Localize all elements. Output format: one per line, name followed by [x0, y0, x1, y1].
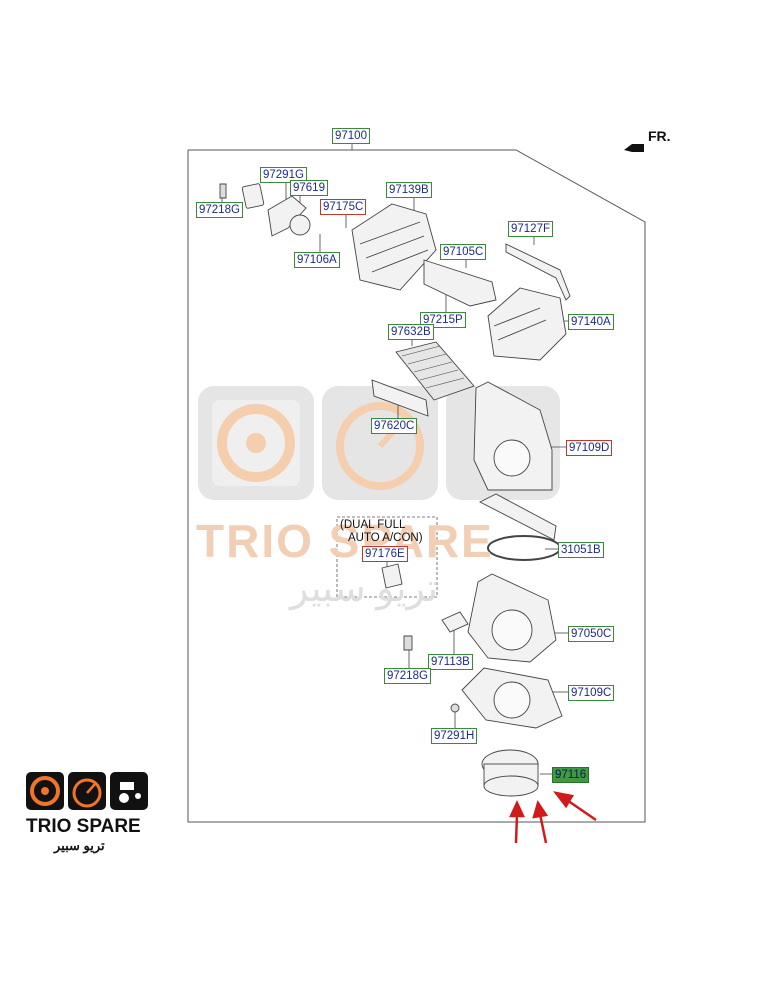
option-note-line2: AUTO A/CON)	[348, 532, 423, 544]
case-97109D	[473, 381, 553, 491]
part-label-97218G-top[interactable]: 97218G	[196, 202, 243, 218]
seal-97127F	[505, 243, 571, 301]
part-label-97116[interactable]: 97116	[552, 767, 590, 783]
watermark-arabic: تريو سبير	[290, 568, 439, 610]
part-label-97620C[interactable]: 97620C	[371, 418, 418, 434]
screw-97218G-bottom	[403, 635, 413, 651]
option-box	[336, 516, 438, 598]
part-label-97175C[interactable]: 97175C	[320, 199, 367, 215]
part-label-97105C[interactable]: 97105C	[440, 244, 487, 260]
part-label-31051B[interactable]: 31051B	[558, 542, 604, 558]
filter-97632B	[395, 341, 475, 401]
duct-31051B	[479, 493, 557, 541]
part-label-97109D[interactable]: 97109D	[566, 440, 613, 456]
direction-arrow-icon	[624, 144, 644, 152]
actuator-97291G	[241, 183, 307, 237]
module-97176E	[381, 563, 403, 589]
part-label-97176E[interactable]: 97176E	[362, 546, 408, 562]
screw-97291H	[450, 703, 460, 713]
part-label-97100[interactable]: 97100	[332, 128, 370, 144]
option-note-line1: (DUAL FULL	[340, 519, 406, 531]
duct-97105C	[423, 259, 497, 307]
part-label-97113B[interactable]: 97113B	[428, 654, 473, 670]
brand-logo-text: TRIO SPARE	[26, 816, 141, 837]
screw-97218G	[219, 183, 227, 199]
part-label-97218G-bottom[interactable]: 97218G	[384, 668, 431, 684]
assembly-outline	[187, 149, 646, 823]
gear-97619	[289, 214, 311, 236]
blower-motor-97116	[481, 749, 539, 797]
direction-label: FR.	[648, 128, 671, 144]
part-label-97127F[interactable]: 97127F	[508, 221, 554, 237]
part-label-97050C[interactable]: 97050C	[568, 626, 615, 642]
component-sketches	[219, 183, 571, 797]
case-97140A	[487, 287, 567, 361]
part-label-97291H[interactable]: 97291H	[431, 728, 478, 744]
part-label-97139B[interactable]: 97139B	[386, 182, 432, 198]
part-label-97291G[interactable]: 97291G	[260, 167, 307, 183]
part-label-97619[interactable]: 97619	[290, 180, 328, 196]
part-label-97140A[interactable]: 97140A	[568, 314, 614, 330]
part-label-97632B[interactable]: 97632B	[388, 324, 434, 340]
ring-31051B	[487, 535, 561, 561]
red-arrows	[509, 791, 597, 844]
cover-97620C	[371, 379, 429, 417]
module-97113B	[441, 611, 469, 633]
part-label-97106A[interactable]: 97106A	[294, 252, 340, 268]
brand-logo-arabic: تريو سبير	[54, 838, 105, 853]
watermark-text: TRIO SPARE	[196, 515, 494, 567]
part-label-97109C[interactable]: 97109C	[568, 685, 615, 701]
brand-logo-icons	[26, 772, 148, 810]
